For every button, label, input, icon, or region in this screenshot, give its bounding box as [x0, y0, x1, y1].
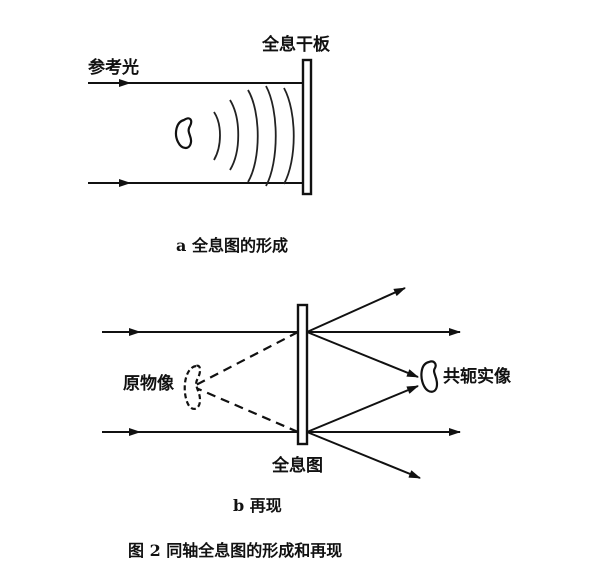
hologram-plate-label: 全息干板: [261, 34, 331, 55]
panel-b-reconstruction: 原物像 共轭实像 全息图 b 再现: [102, 287, 512, 515]
conjugate-real-image: [420, 360, 439, 393]
virtual-ray-bottom: [195, 386, 299, 434]
hologram-plate-b: [296, 303, 309, 446]
panel-a-formation: 全息干板 参考光 a 全息图的形成: [88, 34, 331, 255]
conjugate-image-label: 共轭实像: [443, 366, 512, 387]
virtual-ray-top: [195, 331, 299, 386]
reference-light-label: 参考光: [88, 57, 139, 78]
object-blob: [174, 117, 193, 150]
converging-ray-bottom: [306, 385, 419, 433]
original-image-label: 原物像: [123, 373, 175, 394]
diverging-ray-down: [306, 431, 421, 479]
hologram-plate: [301, 58, 313, 196]
object-wavefronts: [213, 85, 295, 187]
panel-a-caption: a 全息图的形成: [176, 236, 288, 255]
diverging-ray-up: [306, 287, 406, 333]
converging-ray-top: [306, 331, 419, 378]
hologram-label: 全息图: [271, 455, 323, 476]
panel-b-caption: b 再现: [233, 496, 282, 515]
figure-caption: 图 2 同轴全息图的形成和再现: [128, 541, 342, 560]
original-virtual-image: [183, 364, 202, 410]
